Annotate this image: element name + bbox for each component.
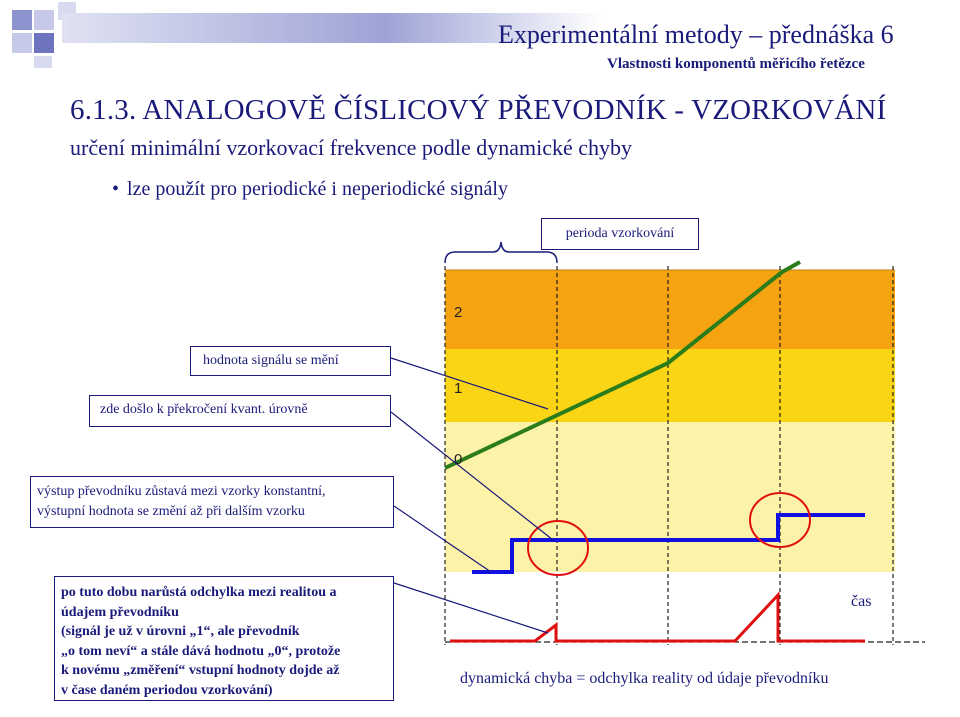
sampling-grid	[444, 266, 894, 645]
note-line: údajem převodníku	[61, 604, 179, 620]
decor-square	[34, 56, 52, 68]
signal-line	[444, 260, 801, 470]
dynamic-error-line	[450, 591, 865, 643]
decor-square	[34, 10, 54, 30]
band-level-0	[445, 422, 895, 572]
note-adc-output: výstup převodníku zůstavá mezi vzorky ko…	[30, 476, 394, 528]
level-label-0: 0	[454, 451, 462, 468]
note-line: „o tom neví“ a stále dává hodnotu „0“, p…	[61, 643, 341, 659]
header-bar	[62, 13, 602, 43]
header-title: Experimentální metody – přednáška 6	[498, 20, 894, 49]
note-line: výstupní hodnota se změní až při dalším …	[37, 504, 305, 519]
decor-square	[34, 33, 54, 53]
note-signal-changes: hodnota signálu se mění	[190, 346, 391, 376]
decor-square	[12, 10, 32, 30]
time-axis-label: čas	[851, 593, 872, 610]
change-marker-circle	[527, 520, 589, 576]
note-line: k novému „změření“ vstupní hodnoty dojde…	[61, 663, 340, 678]
decor-square	[12, 33, 32, 53]
header-subtitle: Vlastnosti komponentů měřicího řetězce	[607, 56, 865, 72]
level-label-1: 1	[454, 380, 462, 397]
note-line: výstup převodníku zůstavá mezi vzorky ko…	[37, 484, 326, 499]
slide-subtitle: určení minimální vzorkovací frekvence po…	[70, 135, 633, 160]
band-level-2	[445, 270, 895, 349]
note-error-growth: po tuto dobu narůstá odchylka mezi reali…	[54, 576, 394, 701]
section-title: 6.1.3. ANALOGOVĚ ČÍSLICOVÝ PŘEVODNÍK - V…	[70, 94, 887, 126]
bullet-text: lze použít pro periodické i neperiodické…	[127, 178, 508, 200]
note-line: (signál je už v úrovni „1“, ale převodní…	[61, 624, 300, 639]
change-marker-circle	[749, 492, 811, 548]
note-sampling-period: perioda vzorkování	[541, 218, 699, 250]
note-level-exceeded: zde došlo k překročení kvant. úrovně	[89, 395, 391, 427]
period-brace	[444, 241, 558, 264]
dynamic-error-caption: dynamická chyba = odchylka reality od úd…	[460, 670, 829, 687]
note-line: po tuto dobu narůstá odchylka mezi reali…	[61, 585, 337, 600]
bullet-icon: •	[112, 178, 120, 200]
bullet-item: • lze použít pro periodické i neperiodick…	[112, 178, 508, 201]
adc-output-line	[472, 513, 865, 574]
callout-pointers	[390, 357, 554, 634]
note-line: v čase daném periodou vzorkování)	[61, 682, 273, 698]
level-label-2: 2	[454, 304, 462, 321]
